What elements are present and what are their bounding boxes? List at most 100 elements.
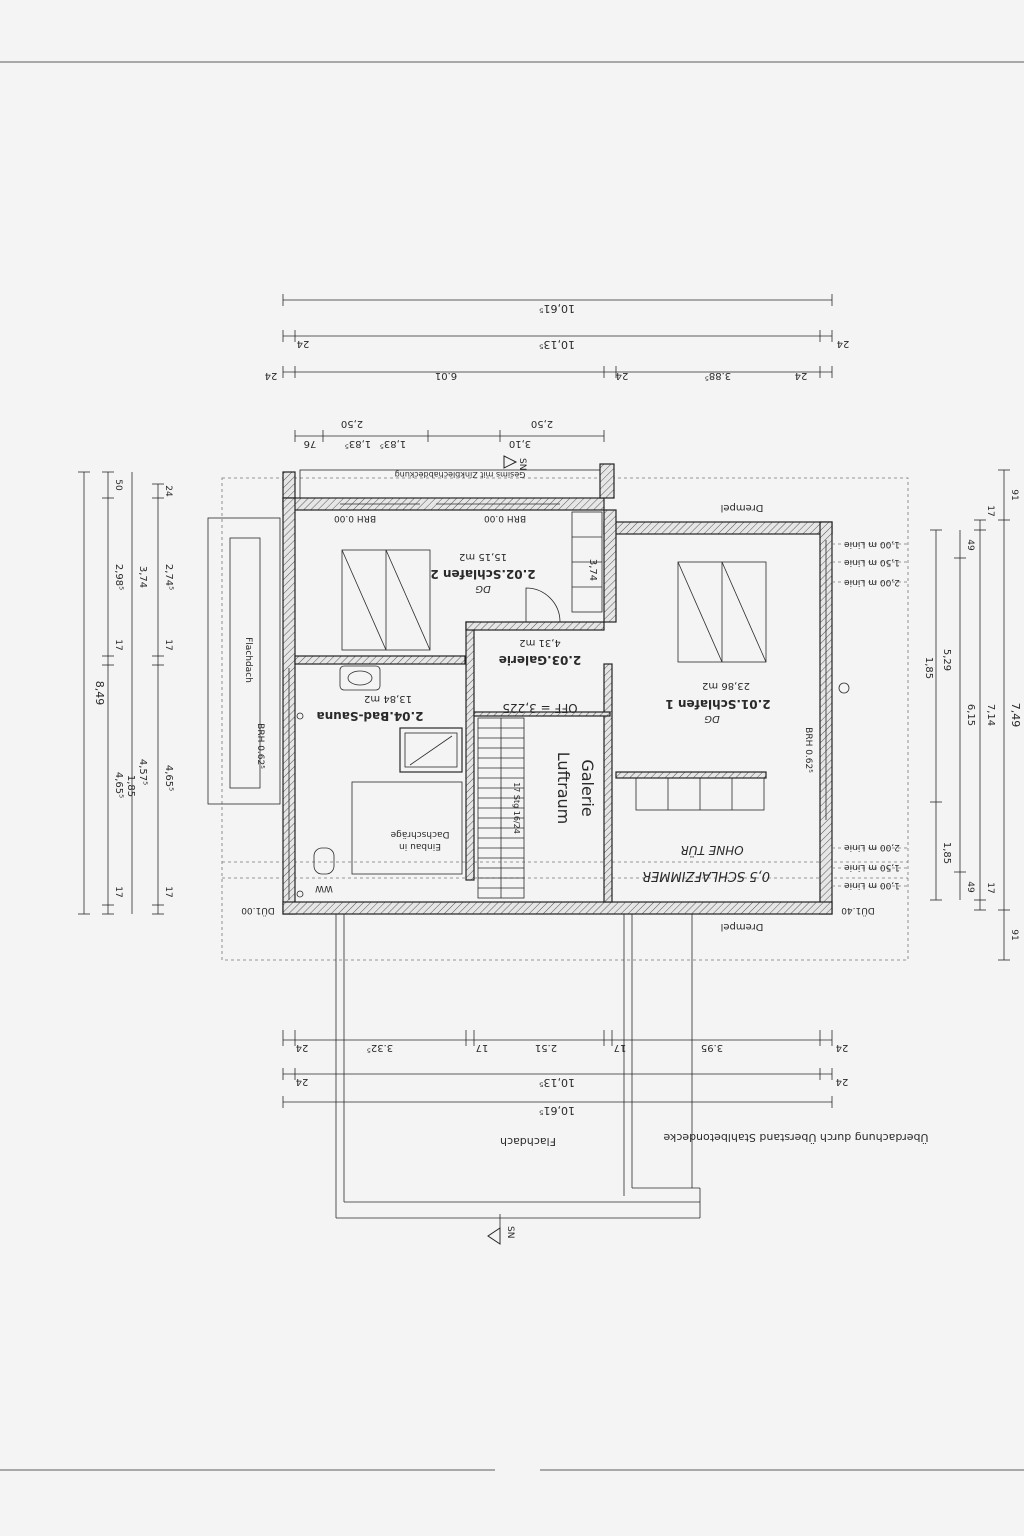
schlafen1-tag: DG	[704, 713, 720, 724]
ueberdachung-label: Überdachung durch Überstand Stahlbetonde…	[663, 1131, 928, 1144]
dim-right-t3: 6,15	[965, 704, 976, 726]
bottom-dimension-chains: 24 3.32⁵ 17 2.51 17 3.95 24 10,13⁵ 24 24…	[282, 1030, 849, 1117]
dim-bottom-s6: 3.95	[701, 1042, 723, 1053]
dim-window-w1: 76	[304, 438, 317, 449]
sn-label-bottom: SN	[505, 1226, 515, 1238]
dim-window-right-span: 2,50	[531, 418, 553, 429]
schlafen2-tag: DG	[475, 583, 491, 594]
dim-top-overall: 10,61⁵	[539, 302, 575, 315]
du-left-label: DÜ1.00	[241, 905, 275, 916]
sauna-niche	[351, 781, 463, 875]
dim-left-b-mid: 3,74	[137, 566, 148, 588]
bad-name: 2.04.Bad-Sauna	[317, 709, 424, 723]
dim-top-seg-2: 3.88⁵	[705, 370, 731, 381]
dim-window-w4: 3,10	[509, 438, 531, 449]
dim-window-left-span: 2,50	[341, 418, 363, 429]
dim-window-w2: 1,83⁵	[345, 438, 371, 449]
line-2a: 2,00 m Linie	[844, 842, 900, 852]
brh-label-b: BRH 0.00	[484, 513, 526, 523]
flat-roof-side	[207, 517, 281, 805]
dim-top-seg-mid: 24	[616, 370, 629, 381]
dim-left-total: 8,49	[93, 681, 106, 706]
line-1c: 2,00 m Linie	[844, 577, 900, 587]
left-dimension-chains: 8,49 50 2,98⁵ 17 4,65⁵ 17 3,74 4,57⁵ 1,8…	[78, 471, 174, 915]
dim-bottom-s5: 17	[614, 1042, 627, 1053]
right-dimension-chains: 7,49 91 91 7,14 17 17 6,15 49 49 5,29 1,…	[923, 469, 1022, 961]
line-1b: 1,50 m Linie	[844, 557, 900, 567]
dim-374-label: 3,74	[587, 559, 598, 581]
windows: BRH 0.00 BRH 0.00	[288, 503, 827, 900]
dim-right-total: 7,49	[1009, 703, 1022, 728]
dim-left-a4: 4,65⁵	[113, 772, 124, 798]
dim-right-r1: 91	[1009, 489, 1019, 500]
dim-right-t4: 5,29	[941, 649, 952, 671]
einbau-line-1: Einbau in	[399, 841, 441, 851]
dim-top-edge-b: 24	[837, 338, 850, 349]
dim-bottom-s4: 2.51	[535, 1042, 557, 1053]
dim-left-a5: 17	[113, 886, 123, 897]
dim-right-r3: 49	[965, 539, 975, 551]
room-bad-sauna: 2.04.Bad-Sauna 13,84 m2 Einbau in Dachsc…	[255, 665, 463, 898]
dim-left-c4: 4,65⁵	[163, 765, 174, 791]
line-1a: 1,00 m Linie	[844, 539, 900, 549]
brh-left-label: BRH 0.62⁵	[255, 723, 265, 769]
shower	[399, 727, 463, 773]
dim-left-c3: 17	[163, 639, 173, 650]
dim-bottom-overall: 10,61⁵	[539, 1104, 575, 1117]
sn-label-top: SN	[517, 458, 527, 470]
du-right-label: DÜ1.40	[841, 905, 875, 916]
drempel-top-label: Drempel	[721, 502, 764, 513]
hand-note-schlafzimmer: 0,5 SCHLAFZIMMER	[642, 868, 770, 883]
dim-right-t5: 1,85	[923, 657, 934, 679]
dim-bottom-edge-a: 24	[296, 1076, 309, 1087]
hand-note-ohne-tuer: OHNE TÜR	[680, 843, 743, 859]
dim-top-edge-a: 24	[297, 338, 310, 349]
gesims-label: Gesims mit Zinkblechabdeckung	[395, 470, 526, 479]
dim-left-a1: 50	[113, 479, 123, 491]
luftraum-line-2: Luftraum	[554, 752, 573, 825]
dim-left-a3: 17	[113, 639, 123, 650]
flachdach-bottom-label: Flachdach	[500, 1135, 556, 1148]
brh-right-label: BRH 0.62⁵	[803, 727, 813, 773]
dim-left-b-low2: 1,85	[125, 775, 136, 797]
stair-label: 17 Stg 16/24	[512, 782, 521, 834]
schlafen1-area: 23,86 m2	[702, 680, 750, 691]
dim-left-c5: 17	[163, 886, 173, 897]
dim-top-seg-1: 6.01	[435, 370, 457, 381]
galerie-name: 2.03.Galerie	[499, 653, 582, 667]
north-arrow-top	[503, 455, 518, 469]
dim-bottom-edge-b: 24	[836, 1076, 849, 1087]
door-schlafen-2	[525, 587, 561, 623]
schlafen2-area: 15,15 m2	[459, 551, 507, 562]
galerie-area: 4,31 m2	[519, 637, 561, 648]
dim-bottom-s1: 24	[296, 1042, 309, 1053]
room-schlafen-2: 2.02.Schlafen 2 15,15 m2 DG	[341, 549, 561, 651]
schlafen1-name: 2.01.Schlafen 1	[665, 697, 770, 711]
schlafen2-name: 2.02.Schlafen 2	[430, 567, 535, 581]
top-dimension-chains: 10,61⁵ 10,13⁵ 24 24 24 6.01 24 3.88⁵ 24 …	[265, 294, 850, 470]
dim-top-seg-right: 24	[795, 370, 808, 381]
dim-right-t2: 7,14	[985, 704, 996, 726]
dim-top-seg-left: 24	[265, 370, 278, 381]
drempel-bottom-label: Drempel	[721, 921, 764, 932]
dim-right-t6: 1,85	[941, 842, 952, 864]
brh-label-a: BRH 0.00	[334, 513, 376, 523]
dim-left-c2: 2,74⁵	[163, 564, 174, 590]
north-arrow-bottom	[487, 1227, 501, 1245]
height-lines-right: 1,00 m Linie 1,50 m Linie 2,00 m Linie 2…	[241, 539, 908, 916]
roof-outline	[221, 477, 909, 961]
lower-flat-roof: Flachdach Überdachung durch Überstand St…	[335, 914, 928, 1245]
dim-top-inner: 10,13⁵	[539, 338, 575, 351]
einbau-line-2: Dachschräge	[390, 829, 449, 839]
line-2b: 1,50 m Linie	[844, 862, 900, 872]
off-label: OFF = 3,225	[502, 701, 577, 715]
stair-treads	[478, 727, 524, 889]
dim-left-a2: 2,98⁵	[113, 564, 124, 590]
dim-right-r4: 49	[965, 881, 975, 893]
dim-left-b-low: 4,57⁵	[137, 759, 148, 785]
room-galerie: 2.03.Galerie 4,31 m2 OFF = 3,225 Galerie…	[477, 637, 597, 899]
ww-label: WW	[315, 883, 333, 893]
dim-bottom-s2: 3.32⁵	[367, 1042, 393, 1053]
room-schlafen-1: 2.01.Schlafen 1 23,86 m2 DG BRH 0.62⁵ OH…	[635, 561, 850, 883]
